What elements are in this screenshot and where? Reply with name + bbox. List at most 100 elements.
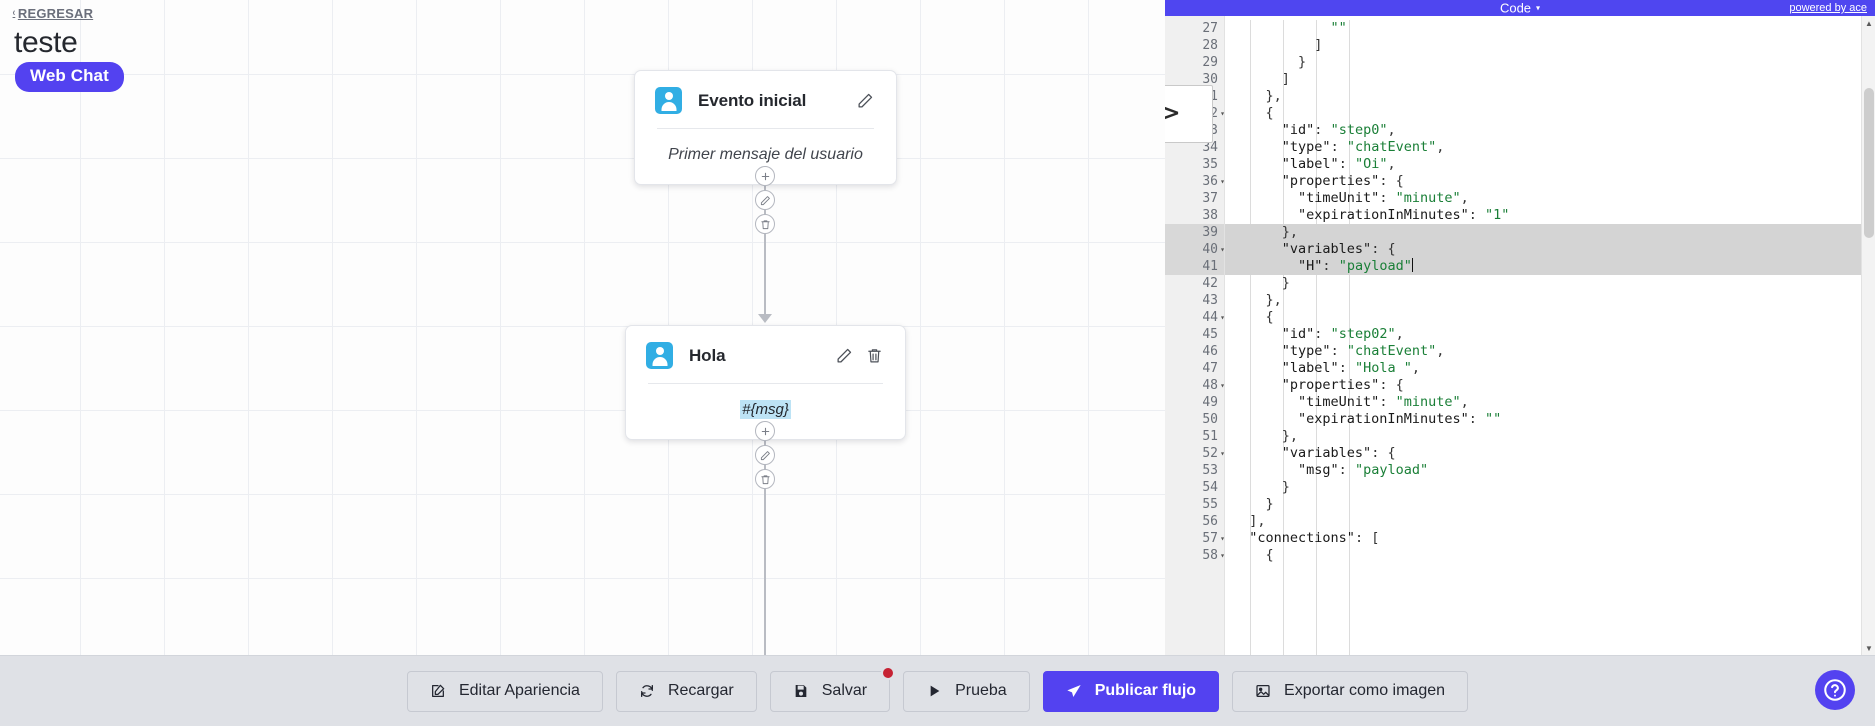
code-line[interactable]: }, (1233, 88, 1282, 104)
code-line[interactable]: }, (1225, 224, 1875, 241)
flow-node-evento-inicial[interactable]: Evento inicial Primer mensaje del usuari… (634, 70, 897, 185)
code-scrollbar[interactable]: ▲ ▼ (1861, 16, 1875, 655)
gutter-line[interactable]: 30 (1202, 72, 1218, 87)
pencil-icon[interactable] (755, 445, 775, 465)
fold-toggle-icon[interactable]: ▾ (1220, 245, 1225, 254)
toolbar-button-label: Salvar (821, 682, 868, 699)
code-line[interactable]: "variables": { (1225, 241, 1875, 258)
gutter-line[interactable]: 40▾ (1165, 241, 1225, 258)
fold-toggle-icon[interactable]: ▾ (1220, 381, 1225, 390)
code-line[interactable]: }, (1233, 428, 1299, 444)
toolbar-button-salvar[interactable]: Salvar (769, 665, 896, 712)
gutter-line[interactable]: 54 (1202, 480, 1218, 495)
gutter-line[interactable]: 53 (1202, 463, 1218, 478)
code-fold-widget[interactable]: > (1165, 85, 1213, 143)
pencil-icon[interactable] (857, 92, 874, 109)
pencil-icon[interactable] (836, 347, 853, 364)
fold-toggle-icon[interactable]: ▾ (1220, 534, 1225, 543)
gutter-line[interactable]: 29 (1202, 55, 1218, 70)
gutter-line[interactable]: 45 (1202, 327, 1218, 342)
toolbar-button-recargar[interactable]: Recargar (615, 670, 757, 712)
gutter-line[interactable]: 42 (1202, 276, 1218, 291)
code-line[interactable]: "timeUnit": "minute", (1298, 190, 1469, 206)
code-content[interactable]: "" ] } ] }, { "id": "step0", "type": "ch… (1225, 16, 1875, 655)
flow-canvas[interactable]: ‹ REGRESAR teste Web Chat Evento inicial (0, 0, 1165, 655)
code-line[interactable]: "H": "payload" (1225, 258, 1875, 275)
flow-node-hola[interactable]: Hola #{msg} (625, 325, 906, 440)
trash-icon[interactable] (755, 469, 775, 489)
code-line[interactable]: "type": "chatEvent", (1281, 343, 1445, 359)
fold-toggle-icon[interactable]: ▾ (1220, 109, 1225, 118)
code-line[interactable]: "variables": { (1281, 445, 1396, 461)
powered-by-ace-link[interactable]: powered by ace (1789, 2, 1867, 14)
toolbar-button-editar-apariencia[interactable]: Editar Apariencia (406, 670, 603, 712)
add-icon[interactable] (755, 166, 775, 186)
code-line[interactable]: "type": "chatEvent", (1281, 139, 1445, 155)
add-icon[interactable] (755, 421, 775, 441)
scroll-down-icon[interactable]: ▼ (1865, 643, 1873, 653)
code-line[interactable]: "properties": { (1281, 377, 1404, 393)
code-line[interactable]: { (1233, 105, 1274, 121)
toolbar-button-exportar-como-imagen[interactable]: Exportar como imagen (1232, 670, 1469, 712)
code-line[interactable]: }, (1233, 292, 1282, 308)
gutter-line[interactable]: 35 (1202, 157, 1218, 172)
pencil-icon[interactable] (755, 190, 775, 210)
code-line[interactable]: } (1233, 496, 1274, 512)
code-line[interactable]: } (1233, 479, 1290, 495)
back-link[interactable]: ‹ REGRESAR (12, 6, 93, 21)
fold-toggle-icon[interactable]: ▾ (1220, 313, 1225, 322)
gutter-line[interactable]: 50 (1202, 412, 1218, 427)
code-line[interactable]: "connections": [ (1249, 530, 1380, 546)
gutter-line[interactable]: 43 (1202, 293, 1218, 308)
code-editor-mode-selector[interactable]: Code ▾ (1500, 1, 1540, 16)
gutter-line[interactable]: 48▾ (1202, 378, 1225, 393)
scroll-up-icon[interactable]: ▲ (1865, 18, 1873, 28)
toolbar-button-prueba[interactable]: Prueba (903, 670, 1030, 712)
gutter-line[interactable]: 41 (1165, 258, 1224, 275)
gutter-line[interactable]: 28 (1202, 38, 1218, 53)
gutter-line[interactable]: 44▾ (1202, 310, 1225, 325)
code-line[interactable]: ], (1233, 513, 1266, 529)
gutter-line[interactable]: 49 (1202, 395, 1218, 410)
code-editor-body[interactable]: 272829303132▾33343536▾37383940▾41424344▾… (1165, 16, 1875, 655)
code-line[interactable]: } (1233, 275, 1290, 291)
gutter-line[interactable]: 27 (1202, 21, 1218, 36)
gutter-line[interactable]: 46 (1202, 344, 1218, 359)
gutter-line[interactable]: 38 (1202, 208, 1218, 223)
toolbar-button-publicar-flujo[interactable]: Publicar flujo (1042, 670, 1220, 712)
fold-toggle-icon[interactable]: ▾ (1220, 177, 1225, 186)
gutter-line[interactable]: 56 (1202, 514, 1218, 529)
scrollbar-thumb[interactable] (1864, 88, 1874, 238)
code-line[interactable]: "timeUnit": "minute", (1298, 394, 1469, 410)
code-line[interactable]: "id": "step02", (1281, 326, 1404, 342)
code-line[interactable]: ] (1233, 37, 1323, 53)
gutter-line[interactable]: 58▾ (1202, 548, 1225, 563)
help-button[interactable] (1815, 670, 1855, 710)
code-line[interactable]: "expirationInMinutes": "" (1298, 411, 1502, 427)
trash-icon[interactable] (755, 214, 775, 234)
code-line[interactable]: } (1233, 54, 1307, 70)
text-cursor (1411, 258, 1413, 272)
gutter-line[interactable]: 39 (1165, 224, 1224, 241)
gutter-line[interactable]: 47 (1202, 361, 1218, 376)
gutter-line[interactable]: 36▾ (1202, 174, 1225, 189)
code-line[interactable]: "id": "step0", (1281, 122, 1396, 138)
gutter-line[interactable]: 52▾ (1202, 446, 1225, 461)
code-line[interactable]: ] (1233, 71, 1290, 87)
gutter-line[interactable]: 51 (1202, 429, 1218, 444)
gutter-line[interactable]: 37 (1202, 191, 1218, 206)
code-line[interactable]: { (1233, 309, 1274, 325)
code-line[interactable]: "" (1330, 20, 1347, 36)
code-line[interactable]: "expirationInMinutes": "1" (1298, 207, 1510, 223)
trash-icon[interactable] (866, 347, 883, 364)
gutter-line[interactable]: 34 (1202, 140, 1218, 155)
code-line[interactable]: "msg": "payload" (1298, 462, 1429, 478)
gutter-line[interactable]: 57▾ (1202, 531, 1225, 546)
code-line[interactable]: "properties": { (1281, 173, 1404, 189)
gutter-line[interactable]: 55 (1202, 497, 1218, 512)
fold-toggle-icon[interactable]: ▾ (1220, 449, 1225, 458)
code-line[interactable]: "label": "Oi", (1281, 156, 1396, 172)
fold-toggle-icon[interactable]: ▾ (1220, 551, 1225, 560)
code-line[interactable]: "label": "Hola ", (1281, 360, 1420, 376)
code-line[interactable]: { (1233, 547, 1274, 563)
